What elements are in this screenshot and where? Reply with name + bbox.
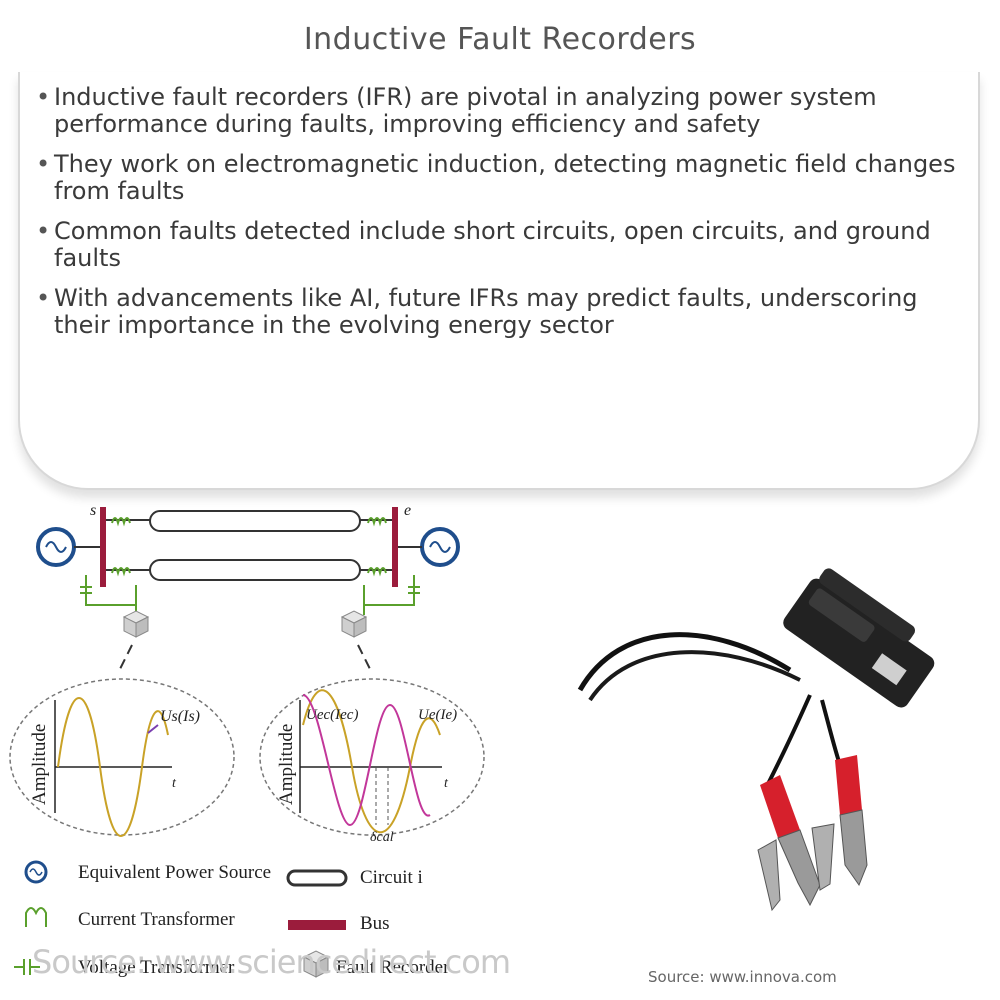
waveform-right-signal-a: Uec(Iec) bbox=[306, 707, 358, 723]
waveform-left-signal: Us(Is) bbox=[160, 708, 200, 725]
power-source-right-icon bbox=[420, 527, 460, 567]
photo-source: Source: www.innova.com bbox=[648, 968, 837, 986]
summary-card bbox=[18, 72, 980, 490]
page-title: Inductive Fault Recorders bbox=[303, 22, 697, 57]
waveform-right-signal-b: Ue(Ie) bbox=[418, 707, 457, 723]
waveform-right-panel bbox=[259, 678, 485, 836]
power-source-left-icon bbox=[36, 527, 76, 567]
waveform-ue bbox=[302, 689, 441, 834]
circuit-top bbox=[149, 510, 361, 532]
waveform-us bbox=[57, 697, 169, 837]
legend-fault-recorder: Fault Recorder bbox=[336, 957, 450, 978]
diagram-watermark: Source: www.sciencedirect.com bbox=[32, 943, 511, 981]
legend: Equivalent Power Source Current Transfor… bbox=[14, 860, 450, 978]
bus-start-label: s bbox=[90, 502, 96, 519]
waveform-right-ylabel: Amplitude bbox=[276, 724, 297, 805]
legend-voltage-transformer: Voltage Transformer bbox=[78, 957, 235, 978]
crocodile-clip-right bbox=[811, 755, 868, 891]
bullet-item: With advancements like AI, future IFRs m… bbox=[36, 285, 956, 339]
legend-bus: Bus bbox=[360, 913, 390, 934]
waveform-right-delta: δcal bbox=[370, 830, 394, 845]
waveform-left-tlabel: t bbox=[172, 776, 177, 791]
circuit-bottom bbox=[149, 559, 361, 581]
bus-start bbox=[100, 507, 106, 587]
clamp-body bbox=[783, 568, 935, 708]
waveform-left-ylabel: Amplitude bbox=[29, 724, 50, 805]
legend-current-transformer: Current Transformer bbox=[78, 909, 235, 930]
inductive-clamp-photo bbox=[577, 568, 935, 912]
waveform-right-tlabel: t bbox=[444, 776, 449, 791]
legend-power-source: Equivalent Power Source bbox=[78, 862, 271, 883]
bus-end bbox=[392, 507, 398, 587]
fault-recorder-diagram: s e Amplitude t Us(Is) bbox=[9, 502, 485, 978]
bullet-item: They work on electromagnetic induction, … bbox=[36, 151, 956, 205]
crocodile-clip-left bbox=[757, 775, 821, 912]
legend-circuit: Circuit i bbox=[360, 867, 423, 888]
bullet-item: Common faults detected include short cir… bbox=[36, 218, 956, 272]
waveform-uec bbox=[302, 694, 431, 827]
fault-recorder-left-icon bbox=[122, 610, 150, 638]
bus-end-label: e bbox=[404, 502, 411, 519]
current-transformer-icon bbox=[111, 517, 387, 577]
fault-recorder-right-icon bbox=[340, 610, 368, 638]
bullet-list: Inductive fault recorders (IFR) are pivo… bbox=[36, 84, 956, 352]
bullet-item: Inductive fault recorders (IFR) are pivo… bbox=[36, 84, 956, 138]
